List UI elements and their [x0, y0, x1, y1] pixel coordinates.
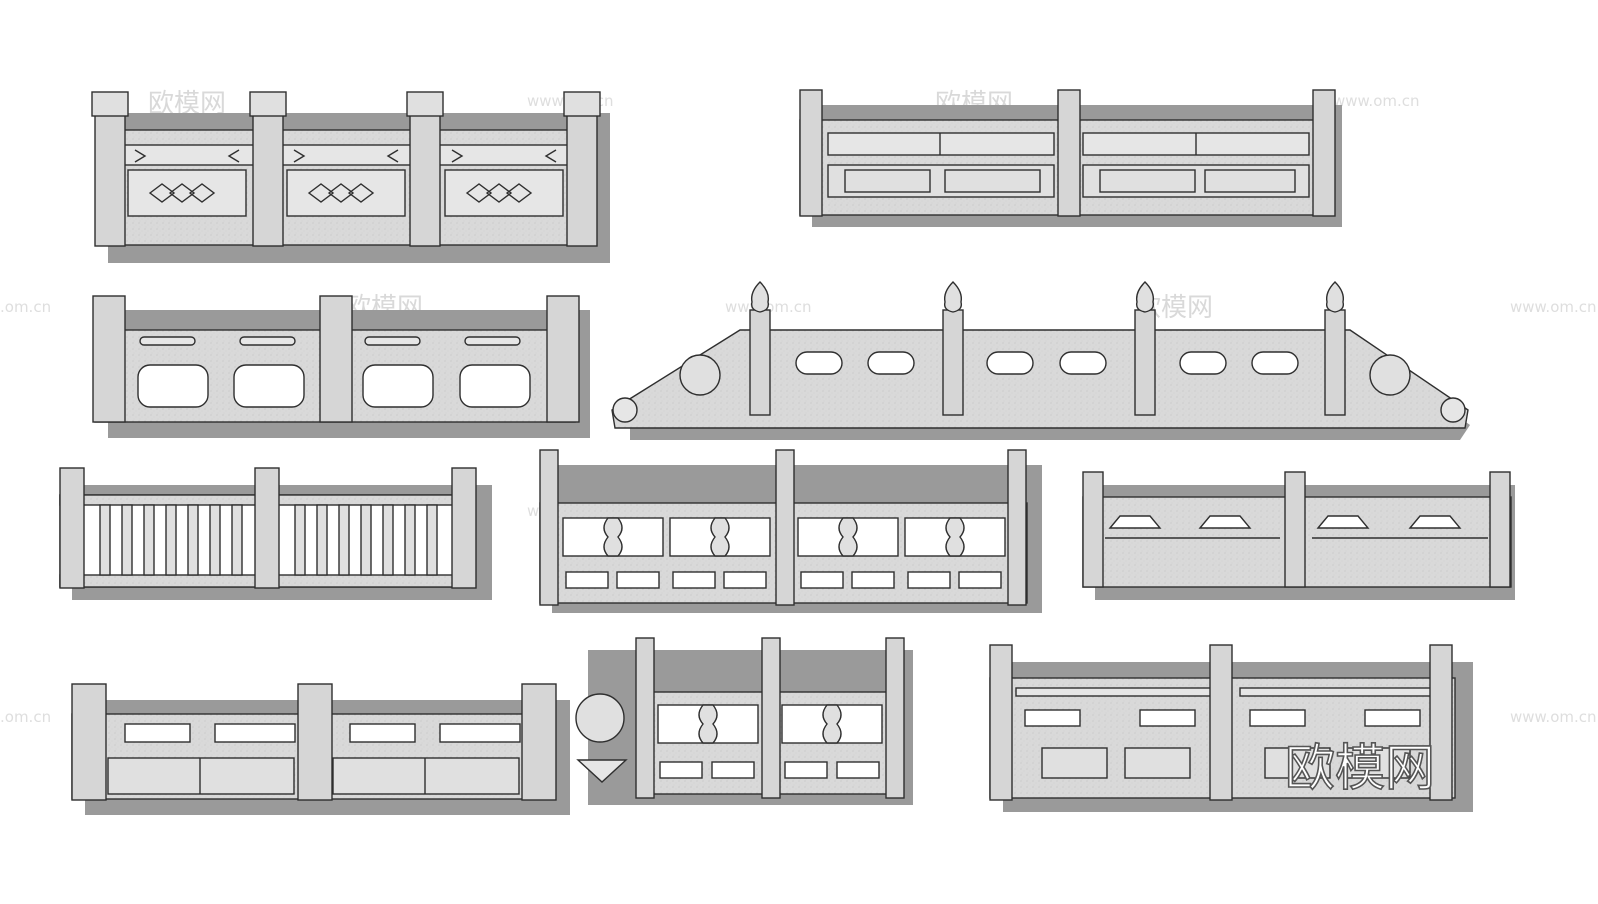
watermark-url: www.om.cn	[1333, 92, 1420, 110]
railing-trapezoid-cutouts	[1082, 471, 1515, 600]
watermark-url: www.om.cn	[1510, 298, 1597, 316]
railing-drum-end-vase	[575, 637, 913, 805]
watermark-url: .om.cn	[0, 708, 51, 726]
railing-horizontal-bars	[799, 89, 1342, 227]
railing-diamond-lattice	[91, 91, 610, 263]
railing-cloud-openings	[92, 295, 590, 438]
railing-bridge-gourd-posts	[611, 281, 1470, 440]
watermark-url: www.om.cn	[1510, 708, 1597, 726]
railing-vase-balusters	[539, 449, 1042, 613]
watermark-url: .om.cn	[0, 298, 51, 316]
railing-vertical-balusters	[59, 467, 492, 600]
brand-logo-text: 欧模网	[1285, 739, 1435, 797]
railing-flat-panels	[71, 683, 570, 815]
railing-carved-fret	[989, 644, 1473, 812]
